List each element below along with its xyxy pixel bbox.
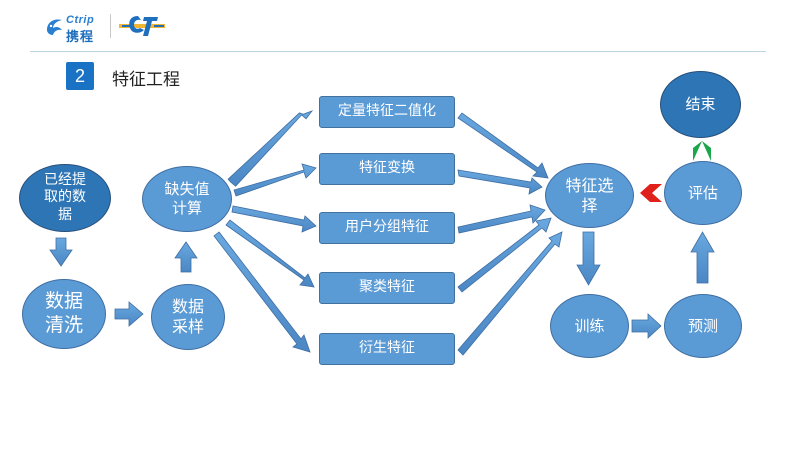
node-evaluate: 评估 [664, 161, 742, 225]
dolphin-icon [47, 19, 62, 35]
node-binarize: 定量特征二值化 [319, 96, 455, 128]
arrow-sample-to-missing [174, 241, 198, 273]
arrow-train-to-predict [631, 313, 662, 339]
arrow-missing-to-cluster [225, 219, 315, 288]
arrow-select-to-train [576, 231, 601, 286]
ct-logo-icon [119, 16, 165, 36]
header: Ctrip 携程 [0, 0, 800, 60]
node-derived-feature: 衍生特征 [319, 333, 455, 365]
arrow-evaluate-to-select [640, 184, 662, 202]
node-data-sampling: 数据 采样 [151, 284, 225, 350]
arrow-cluster-to-select [457, 217, 552, 293]
arrow-extract-to-clean [49, 237, 73, 267]
arrow-missing-to-binarize [227, 110, 314, 187]
ctrip-logo: Ctrip 携程 [44, 14, 104, 44]
arrow-predict-to-evaluate [690, 231, 715, 284]
node-predict: 预测 [664, 294, 742, 358]
node-feature-selection: 特征选 择 [545, 163, 634, 228]
node-train: 训练 [550, 294, 629, 358]
node-extracted-data: 已经提 取的数 据 [19, 164, 111, 232]
arrow-clean-to-sample [114, 301, 144, 327]
section-title: 特征工程 [112, 70, 180, 90]
arrow-evaluate-to-end [693, 141, 711, 161]
header-divider [30, 51, 766, 52]
logo-text-en: Ctrip [66, 14, 95, 26]
arrow-missing-to-derived [213, 231, 311, 353]
node-user-group: 用户分组特征 [319, 212, 455, 244]
logo-text-cn: 携程 [66, 29, 95, 44]
arrow-transform-to-select [457, 169, 543, 195]
arrow-group-to-select [457, 204, 546, 234]
arrow-derived-to-select [457, 231, 563, 356]
arrow-binarize-to-select [457, 112, 549, 179]
arrow-missing-to-transform [233, 163, 317, 197]
section-number: 2 [66, 62, 94, 90]
node-missing-value: 缺失值 计算 [142, 166, 232, 232]
node-feature-transform: 特征变换 [319, 153, 455, 185]
logo-divider [110, 14, 111, 38]
node-cluster-feature: 聚类特征 [319, 272, 455, 304]
node-end: 结束 [660, 71, 741, 138]
arrow-missing-to-group [231, 205, 317, 233]
node-data-cleaning: 数据 清洗 [22, 279, 106, 349]
